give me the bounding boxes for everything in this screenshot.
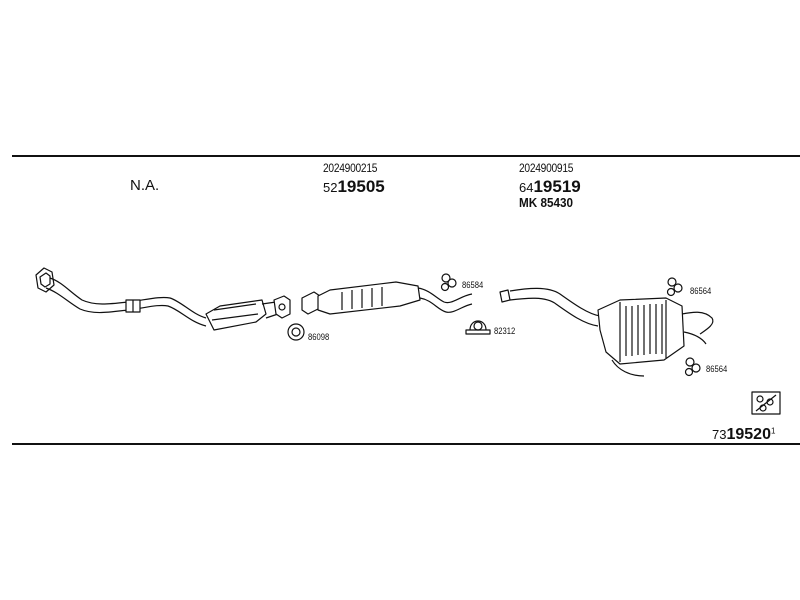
rear-oe-number: 2024900915	[519, 161, 574, 175]
gasket-icon	[35, 267, 55, 293]
middle-silencer	[301, 281, 473, 315]
front-part-number: 5219505	[323, 178, 385, 195]
catalytic-converter-icon	[205, 299, 279, 331]
clamp-b-icon	[465, 320, 491, 335]
kit-suffix: 1	[770, 426, 776, 436]
clamp-b-label: 82312	[494, 326, 516, 336]
hanger-icon	[666, 277, 683, 297]
mounting-kit-label: MK 85430	[519, 195, 573, 210]
front-part-prefix: 52	[323, 180, 338, 195]
ring-icon	[287, 323, 305, 341]
kit-prefix: 73	[712, 427, 727, 442]
clamp-icon	[440, 273, 457, 292]
kit-box-icon	[751, 391, 781, 415]
top-rule	[12, 155, 800, 157]
hanger-a-label: 86564	[690, 286, 712, 296]
ring-label: 86098	[308, 332, 330, 342]
muffler-icon	[597, 297, 714, 377]
rear-part-number: 6419519	[519, 178, 581, 195]
flange-icon	[273, 295, 291, 319]
kit-main: 19520	[726, 426, 771, 443]
clamp-a-label: 86584	[462, 280, 484, 290]
front-oe-number: 2024900215	[323, 161, 378, 175]
rear-part-prefix: 64	[519, 180, 534, 195]
kit-number: 73195201	[712, 426, 775, 444]
hanger-b-label: 86564	[706, 364, 728, 374]
front-pipe	[45, 277, 207, 327]
rear-pipe	[499, 287, 601, 327]
na-label: N.A.	[130, 177, 160, 194]
bottom-rule	[12, 443, 800, 445]
front-part-main: 19505	[337, 177, 385, 196]
rear-part-main: 19519	[533, 177, 581, 196]
hanger-b-icon	[684, 357, 701, 377]
